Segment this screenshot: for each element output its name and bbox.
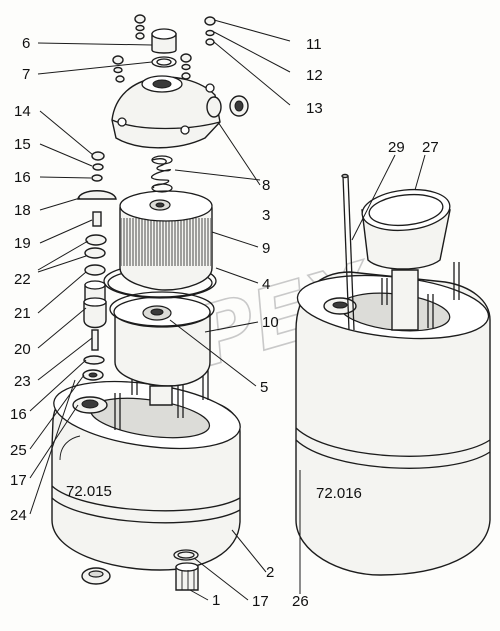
callout-2: 2 — [266, 564, 274, 581]
callout-16-lower: 16 — [10, 406, 27, 423]
right-model-label: 72.016 — [316, 485, 362, 502]
leader-lines — [29, 19, 426, 601]
callout-13: 13 — [306, 100, 323, 117]
callout-24: 24 — [10, 507, 27, 524]
callout-11: 11 — [306, 36, 322, 53]
callout-labels: 1 2 3 4 5 6 7 8 9 10 11 12 13 14 15 16 1… — [10, 35, 439, 610]
housing-cover — [111, 75, 249, 149]
callout-1: 1 — [212, 592, 220, 609]
callout-8: 8 — [262, 177, 270, 194]
callout-25: 25 — [10, 442, 27, 459]
callout-29: 29 — [388, 139, 405, 156]
left-indicator-boss — [72, 396, 108, 414]
top-fasteners — [112, 14, 216, 83]
callout-17-bottom: 17 — [252, 593, 269, 610]
callout-4: 4 — [262, 276, 270, 293]
callout-12: 12 — [306, 67, 323, 84]
filter-element — [119, 190, 213, 291]
callout-5: 5 — [260, 379, 268, 396]
left-model-label: 72.015 — [66, 483, 112, 500]
filter-bowl — [113, 296, 211, 406]
top-cap — [151, 28, 177, 68]
callout-19: 19 — [14, 235, 31, 252]
callout-22: 22 — [14, 271, 31, 288]
callout-9: 9 — [262, 240, 270, 257]
indicator-parts-stack — [77, 151, 117, 381]
callout-3: 3 — [262, 207, 270, 224]
extension-bowl — [361, 188, 451, 331]
callout-20: 20 — [14, 341, 31, 358]
callout-17-left: 17 — [10, 472, 27, 489]
callout-10: 10 — [262, 314, 279, 331]
callout-18: 18 — [14, 202, 31, 219]
callout-27: 27 — [422, 139, 439, 156]
callout-6: 6 — [22, 35, 30, 52]
callout-26: 26 — [292, 593, 309, 610]
callout-15: 15 — [14, 136, 31, 153]
tie-rod — [341, 173, 355, 331]
spring — [151, 155, 173, 193]
callout-16-upper: 16 — [14, 169, 31, 186]
callout-23: 23 — [14, 373, 31, 390]
o-ring-bowl — [109, 291, 215, 327]
left-housing — [51, 355, 241, 571]
callout-14: 14 — [14, 103, 31, 120]
callout-21: 21 — [14, 305, 31, 322]
bottom-drain-fitting — [81, 549, 199, 591]
callout-7: 7 — [22, 66, 30, 83]
